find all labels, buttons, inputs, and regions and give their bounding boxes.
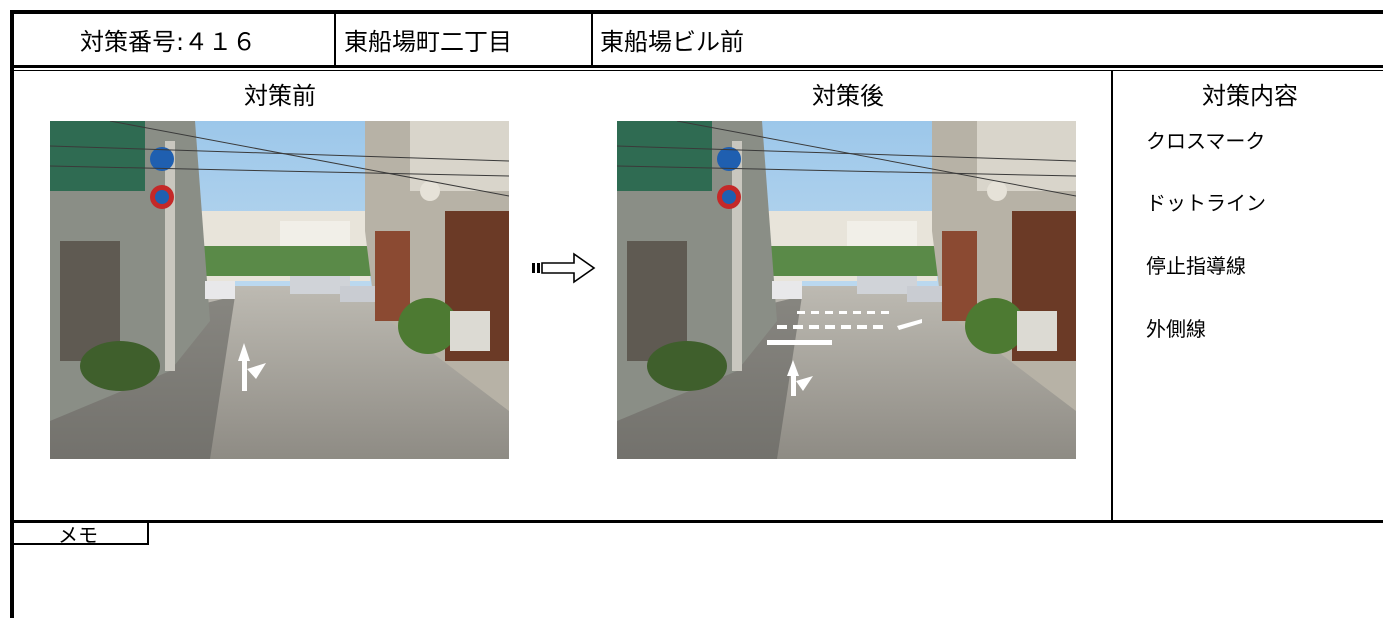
memo-top-border (10, 520, 1383, 523)
before-title: 対策前 (244, 82, 316, 110)
right-arrow-icon (530, 250, 596, 286)
area-name: 東船場町二丁目 (344, 28, 512, 56)
countermeasure-number: 対策番号:４１６ (80, 28, 257, 56)
frame-top-border (10, 10, 1383, 14)
frame-left-border (10, 10, 14, 618)
header-bottom-border-1 (10, 65, 1383, 68)
before-photo (50, 121, 509, 459)
measure-item: 停止指導線 (1146, 254, 1246, 278)
memo-label-right-border (147, 522, 149, 545)
header-divider-2 (591, 10, 593, 67)
memo-area[interactable] (14, 545, 1383, 618)
measure-item: クロスマーク (1146, 129, 1266, 153)
measure-item: ドットライン (1146, 191, 1266, 215)
memo-label-bottom-border (12, 543, 149, 545)
content-column-divider (1111, 70, 1113, 522)
header-divider-1 (334, 10, 336, 67)
measure-item: 外側線 (1146, 317, 1206, 341)
content-title: 対策内容 (1202, 82, 1298, 110)
after-title: 対策後 (812, 82, 884, 110)
header-bottom-border-2 (10, 70, 1383, 71)
after-photo (617, 121, 1076, 459)
location-name: 東船場ビル前 (600, 28, 744, 56)
memo-label: メモ (58, 522, 98, 547)
